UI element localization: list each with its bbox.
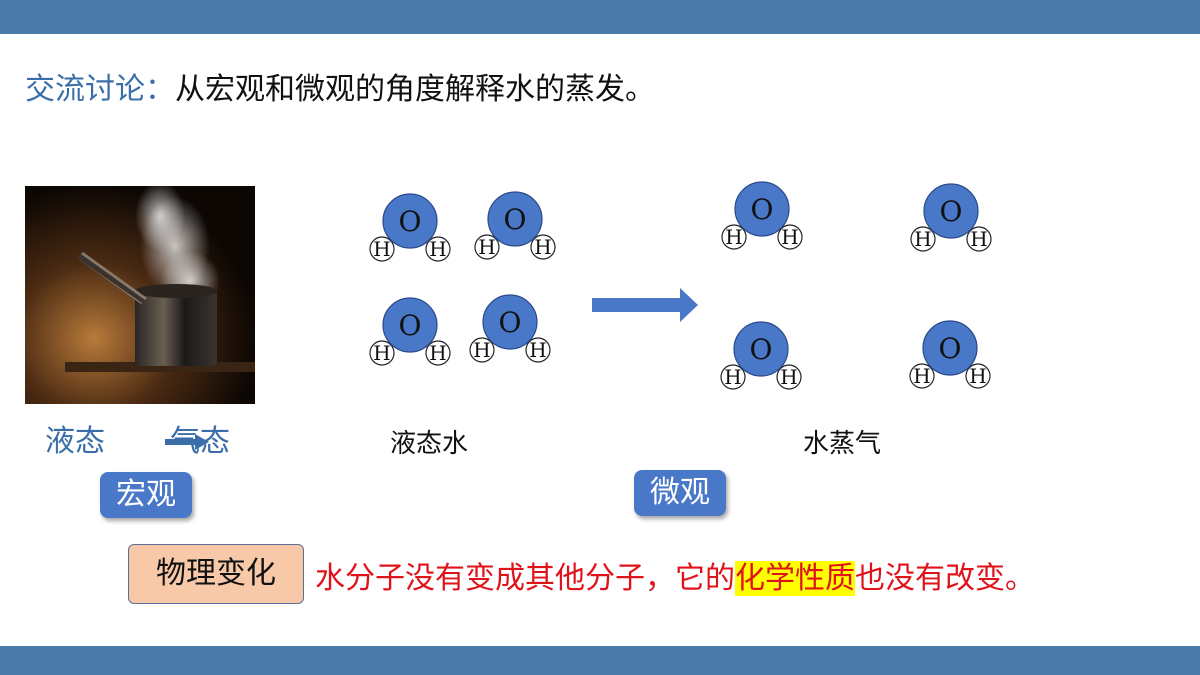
oxygen-atom bbox=[482, 294, 538, 350]
hydrogen-atom bbox=[474, 234, 500, 260]
physical-change-box: 物理变化 bbox=[128, 544, 304, 604]
hydrogen-label: H bbox=[914, 227, 931, 251]
hydrogen-atom bbox=[425, 340, 451, 366]
liquid-water-caption: 液态水 bbox=[390, 429, 469, 459]
hydrogen-label: H bbox=[529, 338, 546, 362]
hydrogen-label: H bbox=[724, 365, 741, 389]
liquid-state-label: 液态 bbox=[45, 424, 105, 459]
hydrogen-atom bbox=[966, 226, 992, 252]
hydrogen-label: H bbox=[373, 237, 390, 261]
oxygen-label: O bbox=[399, 309, 422, 342]
hydrogen-label: H bbox=[913, 364, 930, 388]
process-arrow-icon bbox=[592, 288, 698, 322]
conclusion-text-after: 也没有改变。 bbox=[855, 561, 1035, 596]
hydrogen-atom bbox=[721, 224, 747, 250]
oxygen-atom bbox=[382, 193, 438, 249]
water-molecule: OH H bbox=[910, 183, 992, 252]
hydrogen-label: H bbox=[534, 235, 551, 259]
hydrogen-atom bbox=[369, 340, 395, 366]
water-molecule: OH H bbox=[909, 320, 991, 389]
hydrogen-label: H bbox=[780, 365, 797, 389]
conclusion-text-before: 水分子没有变成其他分子，它的 bbox=[315, 561, 735, 596]
title-lead: 交流讨论： bbox=[25, 72, 175, 107]
hydrogen-label: H bbox=[781, 225, 798, 249]
hydrogen-atom bbox=[469, 337, 495, 363]
water-molecule: OH H bbox=[720, 321, 802, 390]
water-vapor-caption: 水蒸气 bbox=[803, 429, 882, 459]
oxygen-label: O bbox=[499, 306, 522, 339]
oxygen-atom bbox=[382, 297, 438, 353]
water-molecule: OH H bbox=[369, 297, 451, 366]
hydrogen-atom bbox=[909, 363, 935, 389]
hydrogen-atom bbox=[910, 226, 936, 252]
hydrogen-atom bbox=[530, 234, 556, 260]
hydrogen-label: H bbox=[478, 235, 495, 259]
water-molecule: OH H bbox=[474, 191, 556, 260]
oxygen-atom bbox=[487, 191, 543, 247]
hydrogen-label: H bbox=[969, 364, 986, 388]
macro-tag: 宏观 bbox=[100, 472, 192, 518]
water-molecule: OH H bbox=[721, 181, 803, 250]
hydrogen-atom bbox=[965, 363, 991, 389]
oxygen-label: O bbox=[751, 193, 774, 226]
hydrogen-atom bbox=[425, 236, 451, 262]
hydrogen-label: H bbox=[970, 227, 987, 251]
title-text: 从宏观和微观的角度解释水的蒸发。 bbox=[175, 72, 655, 107]
steaming-pot-image bbox=[25, 186, 255, 404]
oxygen-label: O bbox=[750, 333, 773, 366]
conclusion-statement: 水分子没有变成其他分子，它的化学性质也没有改变。 bbox=[315, 558, 1035, 600]
top-bar bbox=[0, 0, 1200, 34]
chemical-property-highlight: 化学性质 bbox=[735, 561, 855, 596]
hydrogen-atom bbox=[776, 364, 802, 390]
water-molecule: OH H bbox=[469, 294, 551, 363]
oxygen-label: O bbox=[399, 205, 422, 238]
oxygen-label: O bbox=[940, 195, 963, 228]
oxygen-label: O bbox=[504, 203, 527, 236]
hydrogen-label: H bbox=[373, 341, 390, 365]
hydrogen-label: H bbox=[725, 225, 742, 249]
page-title: 交流讨论：从宏观和微观的角度解释水的蒸发。 bbox=[25, 68, 655, 112]
gas-state-label: 气态 bbox=[170, 424, 230, 459]
oxygen-atom bbox=[734, 181, 790, 237]
oxygen-label: O bbox=[939, 332, 962, 365]
right-arrow-icon bbox=[165, 432, 209, 456]
hydrogen-atom bbox=[525, 337, 551, 363]
water-molecule: OH H bbox=[369, 193, 451, 262]
hydrogen-atom bbox=[777, 224, 803, 250]
oxygen-atom bbox=[923, 183, 979, 239]
bottom-bar bbox=[0, 646, 1200, 675]
oxygen-atom bbox=[922, 320, 978, 376]
oxygen-atom bbox=[733, 321, 789, 377]
hydrogen-atom bbox=[720, 364, 746, 390]
macro-state-change: 液态 气态 bbox=[45, 420, 305, 464]
hydrogen-label: H bbox=[429, 341, 446, 365]
hydrogen-label: H bbox=[473, 338, 490, 362]
micro-tag: 微观 bbox=[634, 470, 726, 516]
hydrogen-atom bbox=[369, 236, 395, 262]
hydrogen-label: H bbox=[429, 237, 446, 261]
